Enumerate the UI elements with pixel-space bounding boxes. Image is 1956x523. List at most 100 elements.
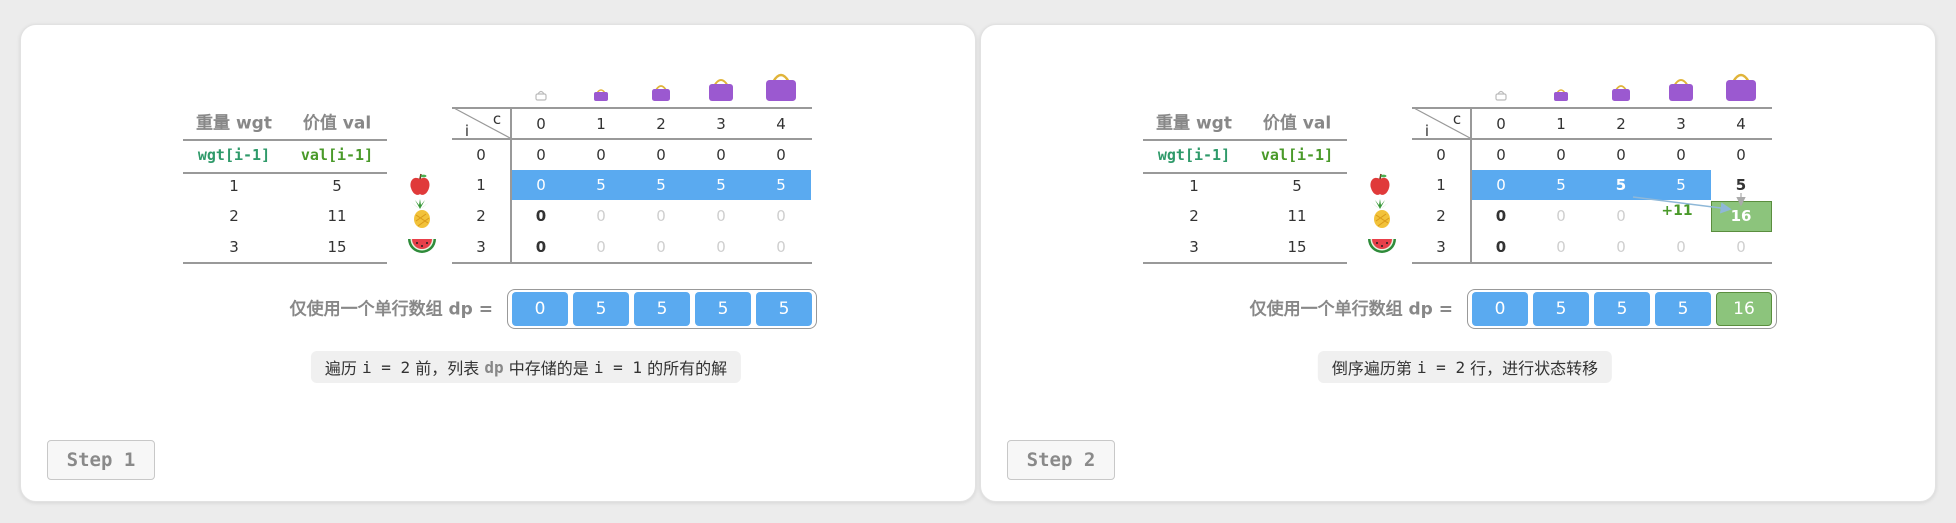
dp-array: [507, 289, 817, 329]
dp-cell: 0: [1616, 146, 1626, 164]
dp-array-cell: 0: [1472, 292, 1528, 326]
dp-array-label: 仅使用一个单行数组 dp =: [1249, 299, 1453, 320]
item-weight: 2: [1189, 207, 1199, 225]
row-header: 1: [1436, 176, 1446, 194]
sub-header-value: val[i-1]: [1260, 146, 1334, 164]
dp-cell: 5: [656, 176, 666, 194]
step-label: Step 2: [1007, 440, 1115, 480]
dp-cell: 0: [536, 176, 546, 194]
dp-cell: 0: [1495, 238, 1507, 256]
row-header: 3: [1436, 238, 1446, 256]
divider: [452, 262, 812, 264]
source-cell: 5: [1615, 176, 1627, 194]
dp-cell: 0: [1556, 207, 1566, 225]
dp-cell: 0: [536, 146, 546, 164]
sub-header-weight: wgt[i-1]: [1157, 146, 1231, 164]
col-header: 3: [1676, 115, 1686, 133]
divider: [510, 107, 512, 263]
col-header: 0: [536, 115, 546, 133]
dp-cell: 0: [1676, 238, 1686, 256]
updated-row-highlight: [512, 170, 811, 200]
bag-capacity-4-icon: [766, 73, 796, 101]
step-2-panel: 重量 wgt 价值 val wgt[i-1] val[i-1] 1 5 2 11…: [980, 24, 1936, 502]
step-1-panel: 重量 wgt 价值 val wgt[i-1] val[i-1] 1 5 2 11…: [20, 24, 976, 502]
sub-header-value: val[i-1]: [300, 146, 374, 164]
item-weight: 3: [1189, 238, 1199, 256]
dp-cell: 0: [1736, 238, 1746, 256]
dp-array-cell-updated: 16: [1716, 292, 1772, 326]
divider: [1143, 139, 1347, 141]
header-value: 价值 val: [302, 113, 372, 134]
corner-i-label: i: [464, 122, 470, 140]
col-header: 1: [596, 115, 606, 133]
dp-cell: 5: [596, 176, 606, 194]
bag-capacity-2-icon: [652, 85, 670, 101]
dp-cell: 0: [716, 207, 726, 225]
divider: [1412, 107, 1772, 109]
header-weight: 重量 wgt: [1156, 113, 1232, 134]
value-increment-label: +11: [1661, 203, 1693, 219]
corner-diagonal: [452, 107, 511, 139]
bag-capacity-3-icon: [709, 79, 733, 101]
dp-cell: 0: [1616, 207, 1626, 225]
watermelon-icon: [408, 239, 436, 253]
dp-cell: 0: [1676, 146, 1686, 164]
apple-icon: [410, 173, 430, 195]
item-weight: 1: [229, 177, 239, 195]
bag-capacity-0-icon: [535, 90, 547, 101]
col-header: 2: [1616, 115, 1626, 133]
step-label: Step 1: [47, 440, 155, 480]
col-header: 3: [716, 115, 726, 133]
corner-c-label: c: [492, 110, 502, 128]
dp-cell: 0: [1556, 146, 1566, 164]
dp-cell: 0: [1616, 238, 1626, 256]
corner-c-label: c: [1452, 110, 1462, 128]
updated-row-highlight: [1472, 170, 1711, 200]
step-caption: 倒序遍历第 i = 2 行，进行状态转移: [1317, 351, 1613, 383]
col-header: 0: [1496, 115, 1506, 133]
dp-cell: 0: [716, 238, 726, 256]
col-header: 1: [1556, 115, 1566, 133]
item-value: 15: [1287, 238, 1307, 256]
dp-cell: 0: [656, 207, 666, 225]
bag-capacity-0-icon: [1495, 90, 1507, 101]
divider: [452, 107, 812, 109]
divider: [1412, 262, 1772, 264]
transition-arrows: [1632, 193, 1746, 214]
divider: [183, 262, 387, 264]
divider: [183, 172, 387, 174]
new-value: 16: [1730, 207, 1752, 225]
dp-cell: 0: [776, 207, 786, 225]
watermelon-icon: [1368, 239, 1396, 253]
header-value: 价值 val: [1262, 113, 1332, 134]
item-weight: 3: [229, 238, 239, 256]
bag-capacity-2-icon: [1612, 85, 1630, 101]
divider: [183, 139, 387, 141]
dp-cell: 0: [1736, 146, 1746, 164]
corner-i-label: i: [1424, 122, 1430, 140]
dp-cell: 0: [596, 207, 606, 225]
item-value: 5: [1292, 177, 1302, 195]
divider: [1143, 262, 1347, 264]
dp-cell: 0: [656, 238, 666, 256]
dp-cell: 0: [596, 238, 606, 256]
dp-cell: 0: [535, 207, 547, 225]
dp-array-cell: 5: [756, 292, 812, 326]
dp-array-cell: 5: [634, 292, 690, 326]
col-header: 4: [776, 115, 786, 133]
divider: [452, 138, 812, 140]
item-value: 11: [1287, 207, 1307, 225]
apple-icon: [1370, 173, 1390, 195]
dp-array-cell: 5: [1533, 292, 1589, 326]
divider: [1412, 138, 1772, 140]
dp-cell: 0: [716, 146, 726, 164]
dp-cell: 0: [776, 238, 786, 256]
dp-cell: 0: [1496, 146, 1506, 164]
row-header: 2: [476, 207, 486, 225]
dp-array-cell: 5: [1594, 292, 1650, 326]
dp-array-cell: 5: [1655, 292, 1711, 326]
dp-cell: 5: [1676, 176, 1686, 194]
item-value: 15: [327, 238, 347, 256]
source-cell: 5: [1735, 176, 1747, 194]
dp-cell: 0: [656, 146, 666, 164]
